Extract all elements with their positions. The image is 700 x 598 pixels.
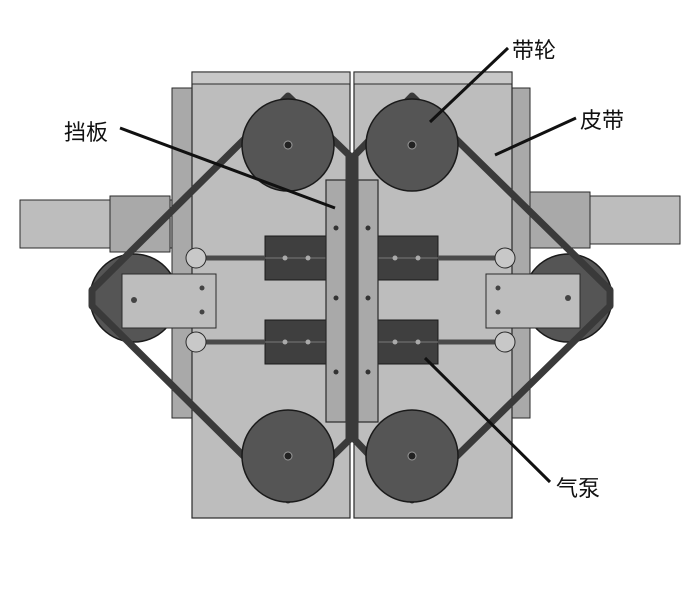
- left-upper-cylinder: [264, 235, 330, 281]
- right-lower-rod-end: [494, 331, 516, 353]
- right-bottom-pulley-hub: [407, 451, 417, 461]
- left-baffle: [325, 179, 347, 423]
- pulley-leader: [428, 46, 510, 124]
- left-pulley-bracket: [121, 273, 217, 329]
- air-pump-label: 气泵: [556, 477, 600, 502]
- right-pulley-bracket: [485, 273, 581, 329]
- belt-label: 皮带: [580, 109, 624, 134]
- left-lower-cylinder: [264, 319, 330, 365]
- pulley-label: 带轮: [512, 39, 556, 64]
- baffle-label: 挡板: [64, 121, 108, 146]
- belt-leader: [494, 116, 577, 157]
- right-top-pulley-hub: [407, 140, 417, 150]
- baffle-leader: [119, 126, 336, 210]
- right-baffle: [357, 179, 379, 423]
- right-upper-rod-end: [494, 247, 516, 269]
- right-plate-top-lip: [353, 71, 513, 85]
- left-bottom-pulley-hub: [283, 451, 293, 461]
- left-top-pulley-hub: [283, 140, 293, 150]
- left-plate-top-lip: [191, 71, 351, 85]
- left-upper-rod-end: [185, 247, 207, 269]
- air-pump-leader: [423, 356, 552, 484]
- right-lower-cylinder: [373, 319, 439, 365]
- left-lower-rod-end: [185, 331, 207, 353]
- right-upper-cylinder: [373, 235, 439, 281]
